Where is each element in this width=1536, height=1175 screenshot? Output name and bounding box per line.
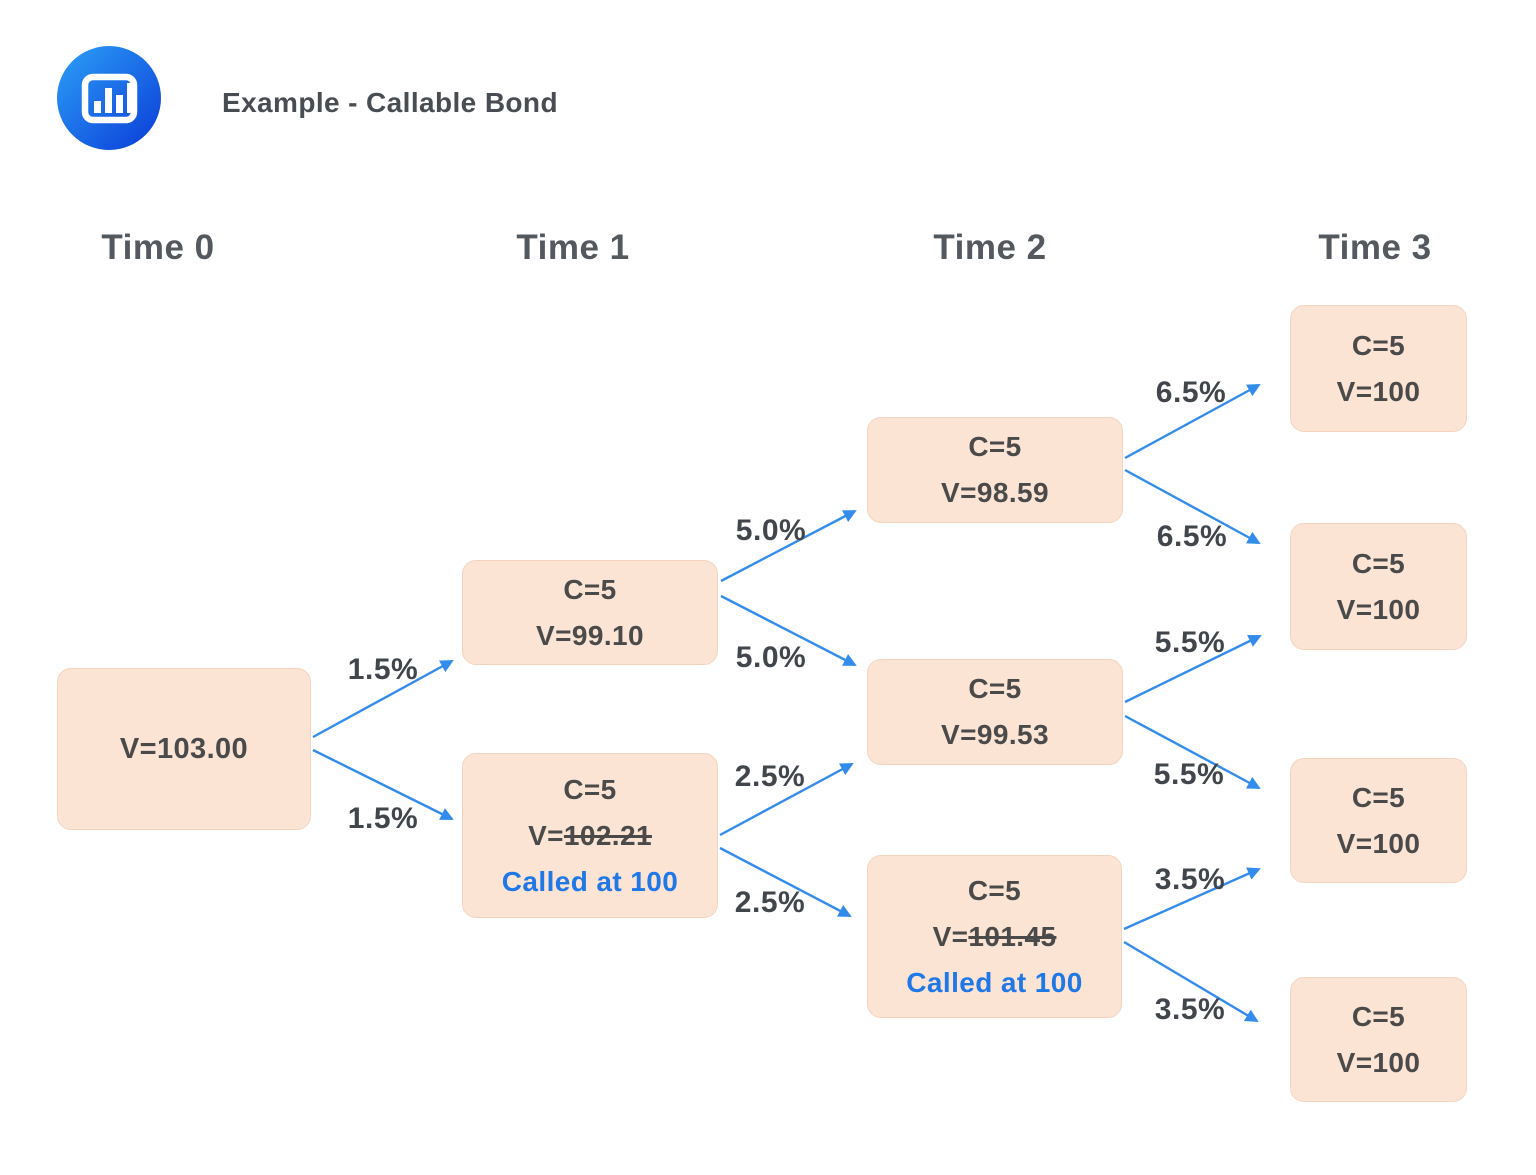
node-coupon: C=5 [1351, 781, 1406, 813]
node-value: V=103.00 [119, 732, 249, 765]
edge-t2d-up-line [1123, 867, 1261, 931]
edge-t0-up-line [312, 659, 454, 739]
node-called-label: Called at 100 [906, 966, 1083, 998]
edge-t0-down-line [312, 748, 454, 821]
edge-label-t2d-up: 3.5% [1154, 863, 1226, 896]
edge-label-t0-down: 1.5% [347, 802, 419, 835]
struck-value: 101.45 [968, 920, 1057, 952]
node-value: V=99.10 [536, 619, 644, 651]
node-coupon: C=5 [1351, 547, 1406, 579]
edge-label-t2d-down: 3.5% [1154, 993, 1226, 1026]
node-called-label: Called at 100 [501, 865, 679, 897]
edge-t2u-up-line [1124, 383, 1261, 460]
node-time0: V=103.00 [57, 668, 311, 830]
edge-t1d-down-line [719, 846, 852, 918]
node-coupon: C=5 [563, 773, 617, 805]
edge-label-t0-up: 1.5% [347, 653, 419, 686]
edge-label-t2u-up: 6.5% [1155, 376, 1227, 409]
node-coupon: C=5 [968, 673, 1022, 704]
edge-label-t1d-down: 2.5% [734, 886, 806, 919]
node-value: V=100 [1336, 827, 1421, 859]
edge-t2u-down-line [1124, 468, 1261, 545]
node-value: V=98.59 [941, 477, 1049, 508]
edge-label-t2m-down: 5.5% [1153, 758, 1225, 791]
edge-t2m-up-line [1124, 634, 1262, 704]
edge-t2m-down-line [1124, 714, 1261, 790]
edge-label-t1u-up: 5.0% [735, 514, 807, 547]
node-value: V=99.53 [941, 719, 1049, 750]
node-coupon: C=5 [1351, 1000, 1406, 1032]
column-header-time1: Time 1 [516, 228, 630, 267]
edge-t1u-up-line [720, 509, 857, 583]
struck-value: 102.21 [563, 819, 652, 851]
bar-chart-icon [57, 46, 161, 150]
node-time3-3: C=5 V=100 [1290, 758, 1467, 883]
edge-label-t1u-down: 5.0% [735, 641, 807, 674]
node-value: V=100 [1336, 593, 1421, 625]
edge-label-t1d-up: 2.5% [734, 760, 806, 793]
node-value: V=100 [1336, 375, 1421, 407]
node-time2-middle: C=5 V=99.53 [867, 659, 1123, 765]
node-time1-down: C=5 V=102.21 Called at 100 [462, 753, 718, 918]
column-header-time0: Time 0 [101, 228, 215, 267]
node-coupon: C=5 [967, 874, 1022, 906]
column-header-time2: Time 2 [933, 228, 1047, 267]
node-time1-up: C=5 V=99.10 [462, 560, 718, 665]
edge-label-t2u-down: 6.5% [1156, 520, 1228, 553]
node-time3-4: C=5 V=100 [1290, 977, 1467, 1102]
node-coupon: C=5 [563, 573, 617, 605]
node-value: V=101.45 [932, 920, 1057, 952]
node-time2-up: C=5 V=98.59 [867, 417, 1123, 523]
edge-t1d-up-line [719, 762, 854, 837]
node-value: V=102.21 [528, 819, 652, 851]
node-value: V=100 [1336, 1046, 1421, 1078]
page-title: Example - Callable Bond [222, 87, 558, 118]
node-coupon: C=5 [1351, 329, 1406, 361]
node-time2-down: C=5 V=101.45 Called at 100 [867, 855, 1122, 1018]
node-coupon: C=5 [968, 431, 1022, 462]
node-time3-1: C=5 V=100 [1290, 305, 1467, 432]
edge-label-t2m-up: 5.5% [1154, 626, 1226, 659]
edge-t2d-down-line [1123, 940, 1259, 1023]
column-header-time3: Time 3 [1318, 228, 1432, 267]
edge-t1u-down-line [720, 594, 857, 667]
node-time3-2: C=5 V=100 [1290, 523, 1467, 650]
